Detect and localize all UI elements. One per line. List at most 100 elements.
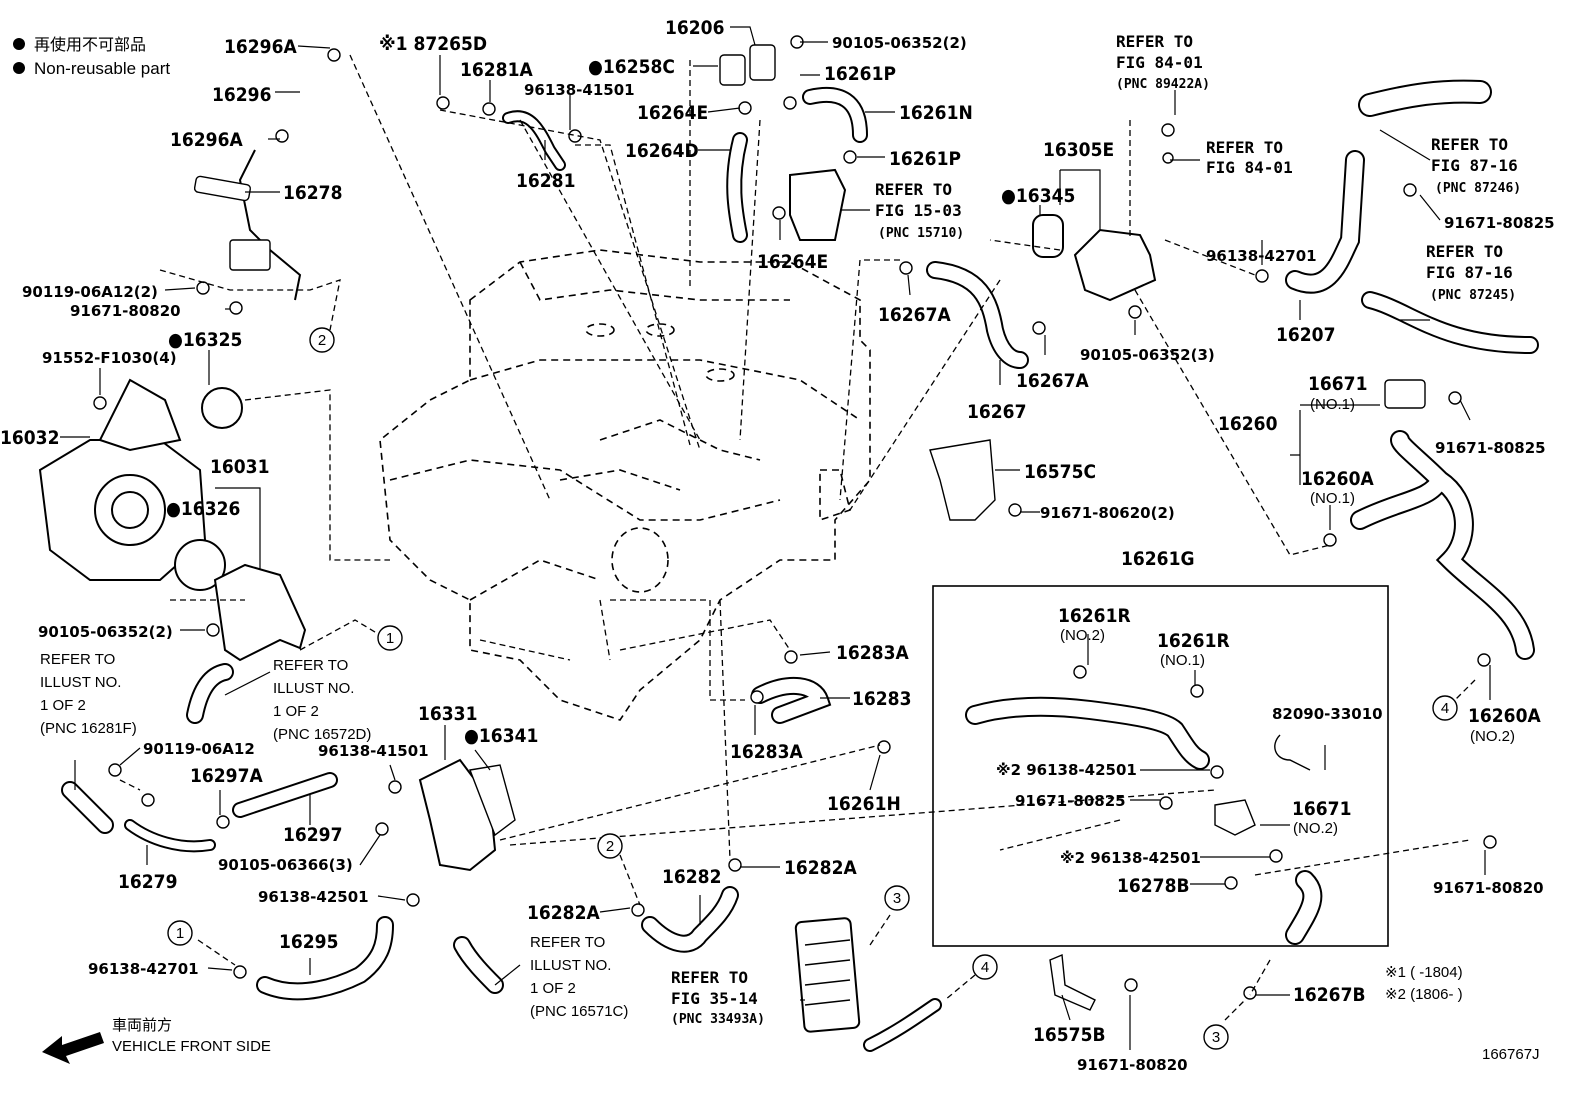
refer-illust-16281F: REFER TO ILLUST NO. 1 OF 2 (PNC 16281F) — [40, 651, 137, 737]
label-16281A: 16281A — [460, 59, 533, 81]
svg-text:ILLUST NO.: ILLUST NO. — [530, 957, 611, 974]
label-16345: ●16345 — [1001, 185, 1075, 207]
label-91671-80825: 91671-80825 — [1444, 214, 1555, 232]
label-no2: (NO.2) — [1060, 627, 1105, 644]
bullet-icon — [13, 62, 25, 74]
svg-text:(PNC 16572D): (PNC 16572D) — [273, 726, 371, 743]
label-16261P: 16261P — [889, 148, 961, 170]
callout-2-bottom: 2 — [606, 838, 614, 855]
legend-en: Non-reusable part — [34, 59, 170, 78]
svg-text:REFER TO: REFER TO — [1206, 138, 1283, 157]
legend: 再使用不可部品 Non-reusable part — [13, 36, 170, 78]
callout-2-top: 2 — [318, 332, 326, 349]
svg-text:ILLUST NO.: ILLUST NO. — [273, 680, 354, 697]
label-90105-06352: 90105-06352(2) — [832, 34, 967, 52]
label-96138-42701: 96138-42701 — [88, 960, 199, 978]
refer-fig-84-01-a: REFER TO FIG 84-01 (PNC 89422A) — [1116, 32, 1210, 92]
svg-text:FIG 84-01: FIG 84-01 — [1206, 158, 1293, 177]
front-side-en: VEHICLE FRONT SIDE — [112, 1038, 271, 1055]
label-16283A: 16283A — [836, 642, 909, 664]
svg-text:FIG 87-16: FIG 87-16 — [1426, 263, 1513, 282]
label-no2: (NO.2) — [1470, 728, 1515, 745]
label-96138-42701: 96138-42701 — [1206, 247, 1317, 265]
label-90105-06352: 90105-06352(2) — [38, 623, 173, 641]
label-16278: 16278 — [283, 182, 342, 204]
svg-text:REFER TO: REFER TO — [273, 657, 348, 674]
refer-illust-16572D: REFER TO ILLUST NO. 1 OF 2 (PNC 16572D) — [273, 657, 371, 743]
label-91671-80820: 91671-80820 — [1433, 879, 1544, 897]
label-no2: (NO.2) — [1293, 820, 1338, 837]
callout-4-right: 4 — [1441, 700, 1449, 717]
label-16260A: 16260A — [1468, 705, 1541, 727]
refer-fig-35-14: REFER TO FIG 35-14 (PNC 33493A) — [671, 968, 765, 1027]
refer-notes: REFER TO FIG 84-01 (PNC 89422A) REFER TO… — [40, 32, 1521, 1027]
label-16279: 16279 — [118, 871, 177, 893]
svg-text:FIG 35-14: FIG 35-14 — [671, 989, 758, 1008]
footnote-2: ※2 (1806- ) — [1385, 986, 1463, 1003]
label-91671-80825: 91671-80825 — [1435, 439, 1546, 457]
svg-text:(PNC 87246): (PNC 87246) — [1435, 181, 1521, 196]
svg-text:1 OF 2: 1 OF 2 — [273, 703, 319, 720]
refer-illust-16571C: REFER TO ILLUST NO. 1 OF 2 (PNC 16571C) — [530, 934, 628, 1020]
label-16267A: 16267A — [878, 304, 951, 326]
label-no1: (NO.1) — [1160, 652, 1205, 669]
svg-text:FIG 87-16: FIG 87-16 — [1431, 156, 1518, 175]
label-no1: (NO.1) — [1310, 396, 1355, 413]
svg-text:REFER TO: REFER TO — [1431, 135, 1508, 154]
label-16331: 16331 — [418, 703, 477, 725]
label-16261R: 16261R — [1157, 630, 1230, 652]
svg-text:1 OF 2: 1 OF 2 — [40, 697, 86, 714]
label-16258C: ●16258C — [588, 56, 675, 78]
label-96138-42501: 96138-42501 — [258, 888, 369, 906]
label-16326: ●16326 — [166, 498, 240, 520]
svg-text:ILLUST NO.: ILLUST NO. — [40, 674, 121, 691]
label-16325: ●16325 — [168, 329, 242, 351]
label-90119-06A12: 90119-06A12(2) — [22, 283, 158, 301]
label-91671-80620: 91671-80620(2) — [1040, 504, 1175, 522]
refer-fig-15-03: REFER TO FIG 15-03 (PNC 15710) — [875, 180, 964, 241]
label-16575C: 16575C — [1024, 461, 1096, 483]
svg-text:(PNC 89422A): (PNC 89422A) — [1116, 77, 1210, 92]
svg-text:REFER TO: REFER TO — [40, 651, 115, 668]
bullet-icon — [13, 38, 25, 50]
part-shapes — [38, 35, 1539, 1052]
label-16575B: 16575B — [1033, 1024, 1106, 1046]
inlet-16031 — [213, 563, 307, 662]
label-16305E: 16305E — [1043, 139, 1114, 161]
front-arrow-icon — [42, 1032, 104, 1064]
leader-lines — [60, 26, 1491, 1050]
front-side-jp: 車両前方 — [112, 1017, 172, 1034]
label-16261H: 16261H — [827, 793, 901, 815]
footnote-1: ※1 ( -1804) — [1385, 964, 1463, 981]
label-16283A: 16283A — [730, 741, 803, 763]
part-labels: 16296A 16296 16296A 16278 90119-06A12(2)… — [0, 17, 1555, 1074]
svg-text:REFER TO: REFER TO — [1426, 242, 1503, 261]
callout-1-bottom: 1 — [176, 925, 184, 942]
svg-text:(PNC 16571C): (PNC 16571C) — [530, 1003, 628, 1020]
pipe-16278 — [238, 149, 302, 301]
label-16261R: 16261R — [1058, 605, 1131, 627]
label-91552-F1030: 91552-F1030(4) — [42, 349, 177, 367]
label-16282A: 16282A — [527, 902, 600, 924]
refer-fig-87-16-b: REFER TO FIG 87-16 (PNC 87245) — [1426, 242, 1516, 303]
label-16295: 16295 — [279, 931, 338, 953]
label-16297A: 16297A — [190, 765, 263, 787]
label-16267B: 16267B — [1293, 984, 1366, 1006]
label-16267A: 16267A — [1016, 370, 1089, 392]
label-90105-06366: 90105-06366(3) — [218, 856, 353, 874]
callout-markers: 2 1 1 2 3 4 3 4 — [167, 327, 1458, 1050]
label-16206: 16206 — [665, 17, 724, 39]
label-16296A: 16296A — [170, 129, 243, 151]
svg-text:1 OF 2: 1 OF 2 — [530, 980, 576, 997]
label-16278B: 16278B — [1117, 875, 1190, 897]
callout-1-mid: 1 — [386, 630, 394, 647]
vehicle-front-indicator: 車両前方 VEHICLE FRONT SIDE — [42, 1017, 271, 1064]
svg-text:REFER TO: REFER TO — [1116, 32, 1193, 51]
label-16264E: 16264E — [757, 251, 828, 273]
label-16260: 16260 — [1218, 413, 1278, 435]
label-96138-42501: ※2 96138-42501 — [996, 761, 1137, 779]
label-16297: 16297 — [283, 824, 342, 846]
label-91671-80820: 91671-80820 — [1077, 1056, 1188, 1074]
refer-fig-87-16-a: REFER TO FIG 87-16 (PNC 87246) — [1431, 135, 1521, 196]
svg-text:REFER TO: REFER TO — [671, 968, 748, 987]
